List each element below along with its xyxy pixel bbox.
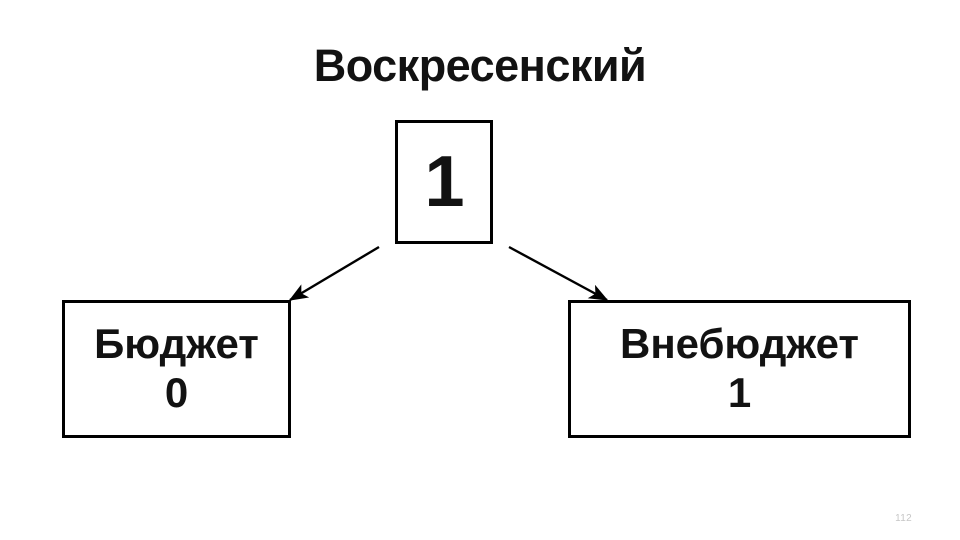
- node-extrabudget[interactable]: Внебюджет 1: [568, 300, 911, 438]
- connector-root-to-extrabudget: [508, 245, 609, 302]
- node-root-value: 1: [424, 142, 464, 222]
- node-budget-count: 0: [164, 368, 189, 416]
- connector-root-to-budget: [288, 245, 380, 302]
- page-number: 112: [895, 513, 912, 524]
- node-budget[interactable]: Бюджет 0: [62, 300, 291, 438]
- node-budget-label: Бюджет: [94, 320, 259, 368]
- node-root[interactable]: 1: [395, 120, 493, 244]
- node-extrabudget-label: Внебюджет: [619, 320, 860, 368]
- node-extrabudget-count: 1: [727, 368, 752, 416]
- page-title: Воскресенский: [313, 40, 647, 91]
